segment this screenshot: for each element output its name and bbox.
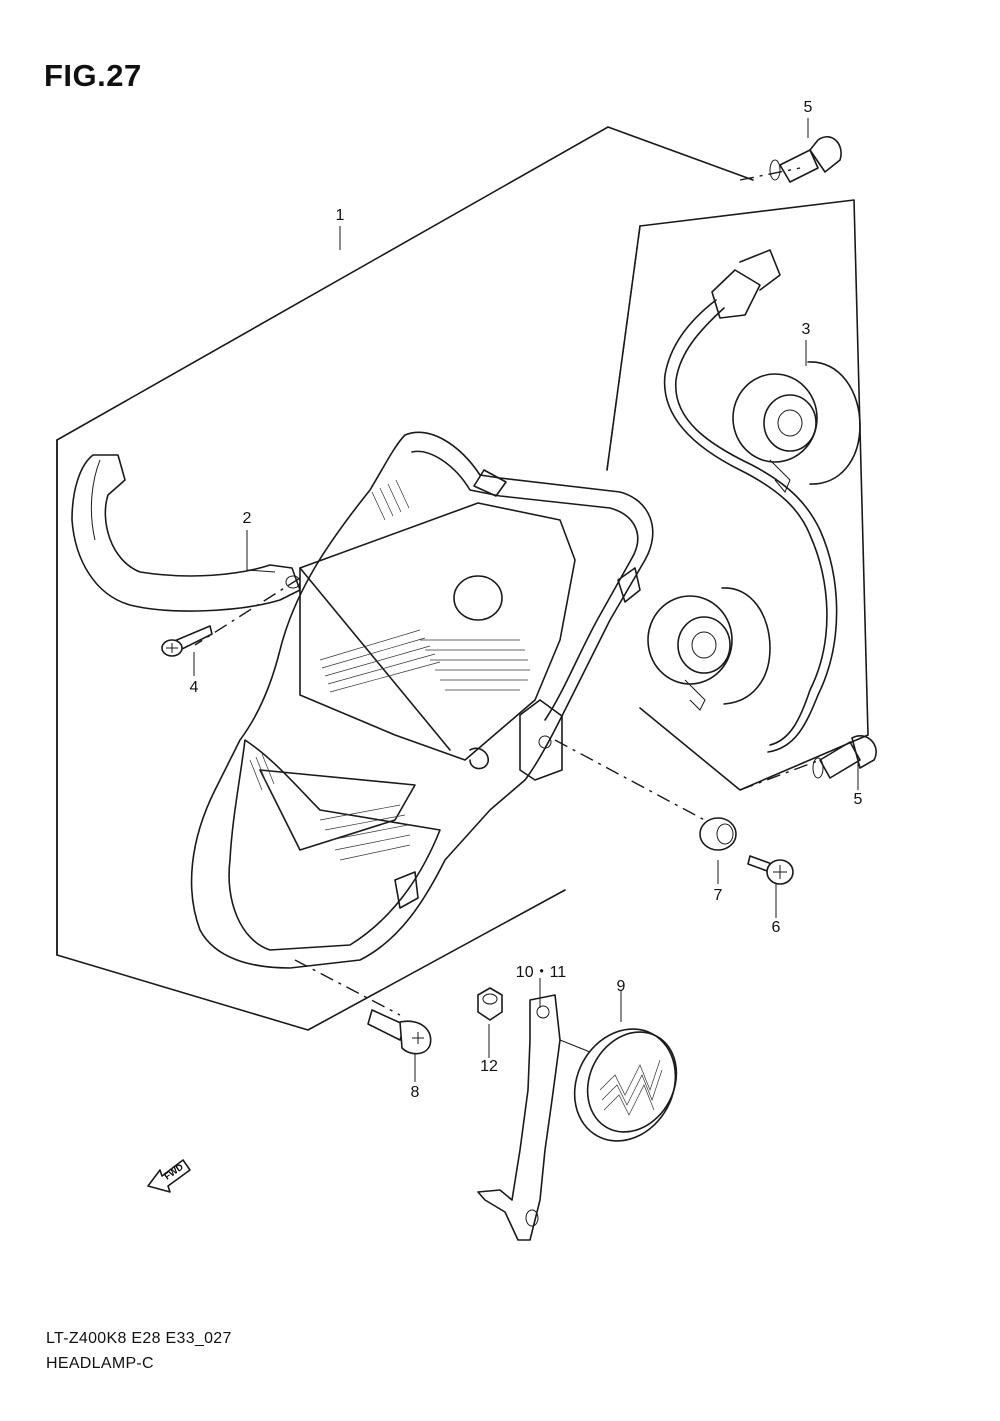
socket-harness-3: [647, 249, 861, 753]
reflector-bracket: [477, 994, 561, 1241]
headlamp-housing: [190, 431, 654, 969]
callout-10-11: 10・11: [515, 964, 567, 981]
fwd-label: FWD: [162, 1161, 185, 1181]
figure-title: FIG.27: [44, 58, 142, 93]
bulb-right-5: [812, 735, 877, 779]
bulb-top-5: [769, 136, 842, 183]
callout-7: 7: [713, 887, 723, 904]
grommet-7: [699, 817, 737, 851]
callout-9: 9: [616, 978, 626, 995]
callout-1: 1: [335, 207, 345, 224]
screw-6: [747, 855, 794, 885]
model-code: LT-Z400K8 E28 E33_027: [46, 1330, 232, 1347]
callout-5-right: 5: [853, 791, 863, 808]
callout-5-top: 5: [803, 99, 813, 116]
assembly-outline: [56, 126, 869, 1031]
callout-6: 6: [771, 919, 781, 936]
bolt-8: [367, 1009, 432, 1055]
reflector-9: [573, 1028, 678, 1142]
section-name: HEADLAMP-C: [46, 1355, 154, 1372]
callout-3: 3: [801, 321, 811, 338]
nut-12: [477, 987, 503, 1021]
leader-lines: [193, 118, 859, 1082]
callout-12: 12: [480, 1058, 498, 1075]
mounting-bracket: [71, 454, 301, 612]
callout-2: 2: [242, 510, 252, 527]
fwd-arrow-icon: FWD: [147, 1159, 191, 1193]
screw-4: [161, 625, 213, 657]
callout-8: 8: [410, 1084, 420, 1101]
callout-4: 4: [189, 679, 199, 696]
